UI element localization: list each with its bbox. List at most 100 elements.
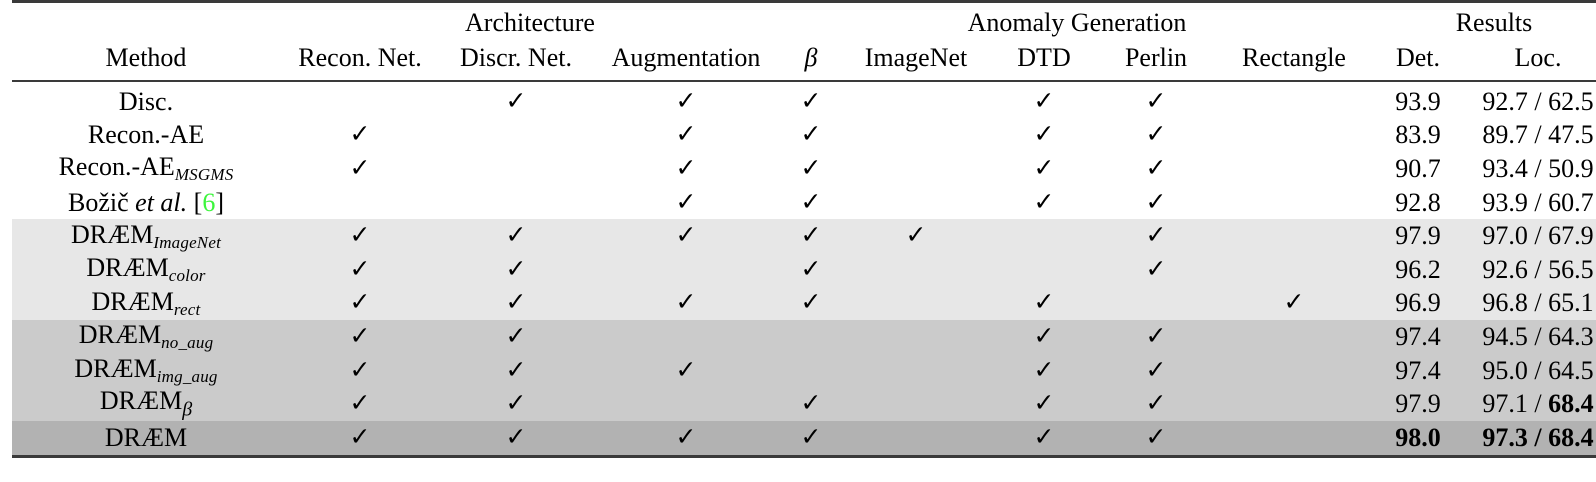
cell-detection-score: 93.9 <box>1374 85 1462 119</box>
cell-dtd-empty <box>990 219 1098 253</box>
check-icon: ✓ <box>349 220 371 250</box>
cell-perlin: ✓ <box>1098 185 1214 220</box>
cell-detection-score: 98.0 <box>1374 420 1462 457</box>
cell-perlin-empty <box>1098 286 1214 321</box>
cell-dtd: ✓ <box>990 185 1098 220</box>
cell-dtd: ✓ <box>990 420 1098 457</box>
cell-localization-score: 97.3 / 68.4 <box>1462 420 1596 457</box>
cell-localization-score: 95.0 / 64.5 <box>1462 353 1596 388</box>
cell-discr-net: ✓ <box>440 353 592 388</box>
method-subscript: no_aug <box>161 333 214 353</box>
check-icon: ✓ <box>905 220 927 250</box>
column-header-imagenet: ImageNet <box>864 43 968 72</box>
cell-localization-score: 97.1 / 68.4 <box>1462 387 1596 421</box>
cell-detection-score: 97.9 <box>1374 387 1462 421</box>
method-name-cell: Recon.-AEMSGMS <box>12 152 280 186</box>
cell-localization-score: 92.6 / 56.5 <box>1462 252 1596 287</box>
check-icon: ✓ <box>1145 85 1167 115</box>
check-icon: ✓ <box>505 354 527 384</box>
cell-rectangle-empty <box>1214 320 1374 354</box>
method-name-cell: DRÆMimg_aug <box>12 353 280 388</box>
cell-dtd: ✓ <box>990 387 1098 421</box>
check-icon: ✓ <box>349 354 371 384</box>
column-header-discr-net: Discr. Net. <box>460 43 572 72</box>
cell-recon-net: ✓ <box>280 152 440 186</box>
check-icon: ✓ <box>1033 85 1055 115</box>
check-icon: ✓ <box>505 85 527 115</box>
method-name-cell: DRÆMrect <box>12 286 280 321</box>
method-name-cell: Božič et al. [6] <box>12 185 280 220</box>
column-header-dtd: DTD <box>1017 43 1071 72</box>
cell-recon-net: ✓ <box>280 387 440 421</box>
cell-perlin: ✓ <box>1098 152 1214 186</box>
cell-dtd: ✓ <box>990 286 1098 321</box>
cell-recon-net: ✓ <box>280 118 440 153</box>
cell-recon-net: ✓ <box>280 252 440 287</box>
check-icon: ✓ <box>1145 388 1167 418</box>
check-icon: ✓ <box>1033 152 1055 182</box>
method-name-cell: Disc. <box>12 85 280 119</box>
cell-detection-score: 97.9 <box>1374 219 1462 253</box>
cell-discr-net-empty <box>440 185 592 220</box>
cell-augmentation-empty <box>592 387 780 421</box>
cell-beta: ✓ <box>780 219 842 253</box>
check-icon: ✓ <box>800 287 822 317</box>
cell-beta-empty <box>780 320 842 354</box>
column-header-loc: Loc. <box>1514 43 1562 72</box>
table-top-rule <box>12 0 1596 7</box>
method-name-cell: DRÆMβ <box>12 387 280 421</box>
cell-recon-net: ✓ <box>280 420 440 457</box>
cell-discr-net-empty <box>440 152 592 186</box>
cell-beta: ✓ <box>780 286 842 321</box>
method-name-cell: DRÆMImageNet <box>12 219 280 253</box>
cell-dtd: ✓ <box>990 152 1098 186</box>
column-header-rectangle: Rectangle <box>1242 43 1346 72</box>
cell-beta: ✓ <box>780 118 842 153</box>
cell-augmentation: ✓ <box>592 420 780 457</box>
column-header-beta: β <box>804 43 818 72</box>
cell-beta-empty <box>780 353 842 388</box>
cell-recon-net: ✓ <box>280 320 440 354</box>
cell-perlin: ✓ <box>1098 85 1214 119</box>
check-icon: ✓ <box>349 320 371 350</box>
check-icon: ✓ <box>505 388 527 418</box>
cell-discr-net: ✓ <box>440 252 592 287</box>
check-icon: ✓ <box>1145 354 1167 384</box>
cell-rectangle-empty <box>1214 387 1374 421</box>
check-icon: ✓ <box>1145 320 1167 350</box>
check-icon: ✓ <box>1145 119 1167 149</box>
check-icon: ✓ <box>675 186 697 216</box>
cell-recon-net: ✓ <box>280 219 440 253</box>
cell-discr-net: ✓ <box>440 420 592 457</box>
cell-dtd-empty <box>990 252 1098 287</box>
cell-rectangle-empty <box>1214 252 1374 287</box>
citation-6[interactable]: 6 <box>202 187 216 217</box>
cell-beta: ✓ <box>780 85 842 119</box>
cell-rectangle-empty <box>1214 420 1374 457</box>
check-icon: ✓ <box>1145 253 1167 283</box>
cell-perlin: ✓ <box>1098 252 1214 287</box>
cell-discr-net: ✓ <box>440 85 592 119</box>
cell-imagenet-empty <box>842 420 990 457</box>
cell-beta: ✓ <box>780 185 842 220</box>
check-icon: ✓ <box>1283 287 1305 317</box>
check-icon: ✓ <box>349 388 371 418</box>
method-name-cell: DRÆMno_aug <box>12 320 280 354</box>
check-icon: ✓ <box>349 287 371 317</box>
cell-imagenet-empty <box>842 185 990 220</box>
cell-augmentation: ✓ <box>592 152 780 186</box>
